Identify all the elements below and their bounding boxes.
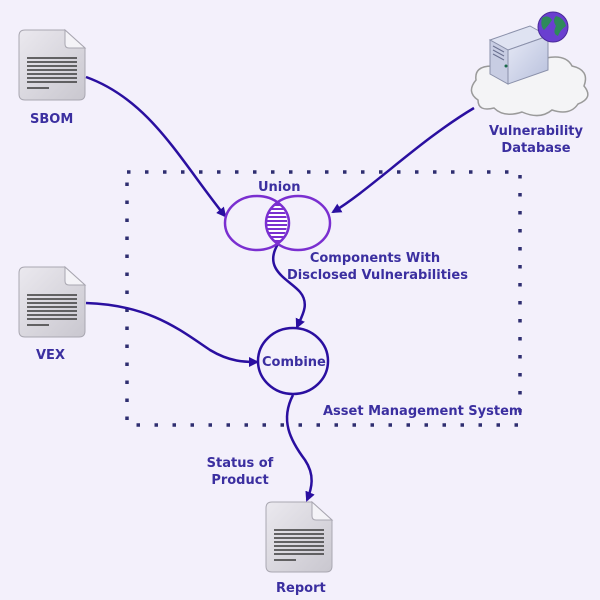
arrow-union-to-combine	[271, 243, 307, 329]
report-document-icon	[265, 500, 334, 573]
components-label-line1: Components With	[309, 251, 441, 266]
arrow-sbom-to-union	[85, 75, 227, 218]
arrow-vex-to-combine	[85, 301, 259, 367]
report-label: Report	[276, 581, 326, 596]
union-venn-icon	[223, 194, 332, 252]
arrow-combine-to-report	[285, 394, 315, 502]
vulnerability-database-label-line1: Vulnerability	[489, 124, 583, 139]
combine-circle	[256, 326, 330, 396]
globe-icon	[537, 11, 569, 43]
status-label-line1: Status of	[206, 456, 274, 471]
server-icon	[488, 25, 550, 85]
sbom-document-icon	[18, 28, 87, 101]
status-of-product-label: Status of Product	[200, 455, 280, 489]
intersection-hatched	[266, 202, 288, 244]
components-with-disclosed-vulnerabilities-label: Components With Disclosed Vulnerabilitie…	[287, 250, 468, 284]
components-label-line2: Disclosed Vulnerabilities	[287, 268, 468, 283]
sbom-label: SBOM	[30, 112, 74, 127]
union-right-circle	[264, 194, 332, 252]
vex-document-icon	[18, 265, 87, 338]
union-left-circle	[223, 194, 291, 252]
status-label-line2: Product	[211, 473, 269, 488]
arrow-vulndb-to-union	[331, 106, 475, 214]
vulnerability-database-icon	[470, 11, 589, 117]
vex-label: VEX	[36, 348, 65, 363]
vulnerability-database-label-line2: Database	[501, 141, 571, 156]
vulnerability-database-label: Vulnerability Database	[476, 123, 596, 157]
union-label: Union	[258, 180, 301, 195]
asset-management-system-label: Asset Management System	[323, 404, 523, 419]
combine-label: Combine	[262, 355, 326, 370]
asset-management-boundary	[125, 170, 522, 427]
